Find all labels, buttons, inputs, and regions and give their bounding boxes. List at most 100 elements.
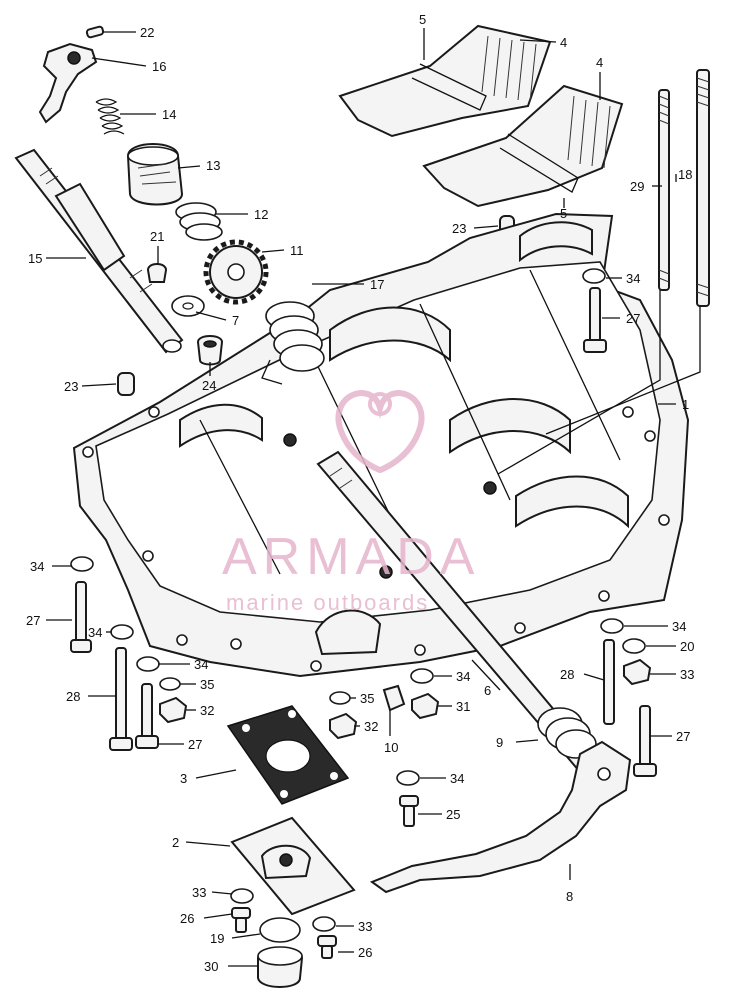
label-24: 24 (202, 378, 216, 393)
label-32-left: 32 (200, 703, 214, 718)
part-22-pin (85, 25, 105, 39)
label-35-center: 35 (360, 691, 374, 706)
part-34-washer-lower (396, 770, 420, 786)
watermark-title: ARMADA (222, 528, 480, 586)
part-26-bolt-left (231, 907, 251, 933)
label-2: 2 (172, 835, 179, 850)
label-14: 14 (162, 107, 176, 122)
label-34-center: 34 (456, 669, 470, 684)
part-27-bolt-right-upper (583, 287, 607, 353)
label-34-left-upper: 34 (30, 559, 44, 574)
part-17-kick-spring (261, 301, 325, 385)
label-7: 7 (232, 313, 239, 328)
part-10-plug (382, 684, 406, 712)
label-26-left: 26 (180, 911, 194, 926)
part-35-washer-left (159, 677, 181, 691)
label-34-upper-right: 34 (626, 271, 640, 286)
label-5-upper: 5 (419, 12, 426, 27)
label-9: 9 (496, 735, 503, 750)
part-number-labels: 22 16 14 13 12 11 21 15 7 24 23 17 5 4 4… (26, 12, 694, 974)
part-21-clip (146, 263, 168, 283)
label-21: 21 (150, 229, 164, 244)
part-7-washer (171, 295, 205, 317)
label-12: 12 (254, 207, 268, 222)
label-29: 29 (630, 179, 644, 194)
label-20: 20 (680, 639, 694, 654)
part-1-crankcase (72, 212, 690, 678)
part-32-nut-center (329, 712, 358, 740)
label-25: 25 (446, 807, 460, 822)
label-23-left: 23 (64, 379, 78, 394)
part-16-shift-fork (38, 42, 98, 124)
label-19: 19 (210, 931, 224, 946)
label-32-center: 32 (364, 719, 378, 734)
label-28-right: 28 (560, 667, 574, 682)
part-4-bearing-cap-lower (422, 84, 624, 208)
label-35-left: 35 (200, 677, 214, 692)
part-12-spring (175, 202, 223, 241)
part-34-washer-left-upper (70, 556, 94, 572)
label-22: 22 (140, 25, 154, 40)
part-2-oil-pan-cover (230, 816, 356, 916)
part-25-bolt (399, 795, 419, 827)
label-16: 16 (152, 59, 166, 74)
part-27-bolt-right-lower (633, 705, 657, 777)
part-28-stud-left (109, 647, 133, 751)
part-34-washer-right (600, 618, 624, 634)
label-8: 8 (566, 889, 573, 904)
label-34-left-mid: 34 (88, 625, 102, 640)
label-34-right: 34 (672, 619, 686, 634)
label-33-right: 33 (680, 667, 694, 682)
label-27-upper-right: 27 (626, 311, 640, 326)
part-13-shift-drum (126, 143, 184, 206)
part-3-gasket (226, 705, 350, 805)
label-4-lower: 4 (596, 55, 603, 70)
part-20-washer-right (622, 638, 646, 654)
label-11: 11 (290, 243, 304, 258)
part-33-washer-lower-right (312, 916, 336, 932)
label-10: 10 (384, 740, 398, 755)
part-11-gear (203, 239, 269, 305)
part-29-stud (658, 89, 670, 291)
part-31-nut-center (411, 692, 440, 720)
watermark-subtitle: marine outboards (226, 590, 429, 615)
label-30: 30 (204, 959, 218, 974)
part-34-washer-left-lower (136, 656, 160, 672)
part-15-shift-shaft (14, 148, 184, 354)
part-14-spring (95, 98, 125, 135)
part-34-washer-center (410, 668, 434, 684)
label-34-lower: 34 (450, 771, 464, 786)
part-27-bolt-left-upper (70, 581, 92, 653)
label-15: 15 (28, 251, 42, 266)
part-33-washer-lower-left (230, 888, 254, 904)
part-4-bearing-cap-upper (338, 24, 552, 138)
part-30-drain-plug (257, 946, 304, 988)
label-6: 6 (484, 683, 491, 698)
label-3: 3 (180, 771, 187, 786)
part-28-stud-right (603, 639, 615, 725)
leader-lines (46, 28, 701, 967)
label-17: 17 (370, 277, 384, 292)
part-33-nut-right (623, 658, 652, 686)
label-33-lower-right: 33 (358, 919, 372, 934)
label-1: 1 (682, 397, 689, 412)
part-26-bolt-right (317, 935, 337, 959)
part-18-stud (696, 69, 710, 307)
label-4-upper: 4 (560, 35, 567, 50)
label-18: 18 (678, 167, 692, 182)
armada-watermark: ARMADA marine outboards (222, 390, 480, 615)
label-27-left-upper: 27 (26, 613, 40, 628)
part-19-washer (259, 917, 301, 943)
label-23-right: 23 (452, 221, 466, 236)
label-13: 13 (206, 158, 220, 173)
part-34-washer-right-upper (582, 268, 606, 284)
part-8-kick-lever (369, 740, 632, 894)
label-34-left-lower: 34 (194, 657, 208, 672)
label-28-left: 28 (66, 689, 80, 704)
part-34-washer-left-mid (110, 624, 134, 640)
label-26-right: 26 (358, 945, 372, 960)
label-27-right-lower: 27 (676, 729, 690, 744)
part-27-bolt-left-lower (135, 683, 159, 749)
part-23-dowel-left (117, 372, 135, 396)
